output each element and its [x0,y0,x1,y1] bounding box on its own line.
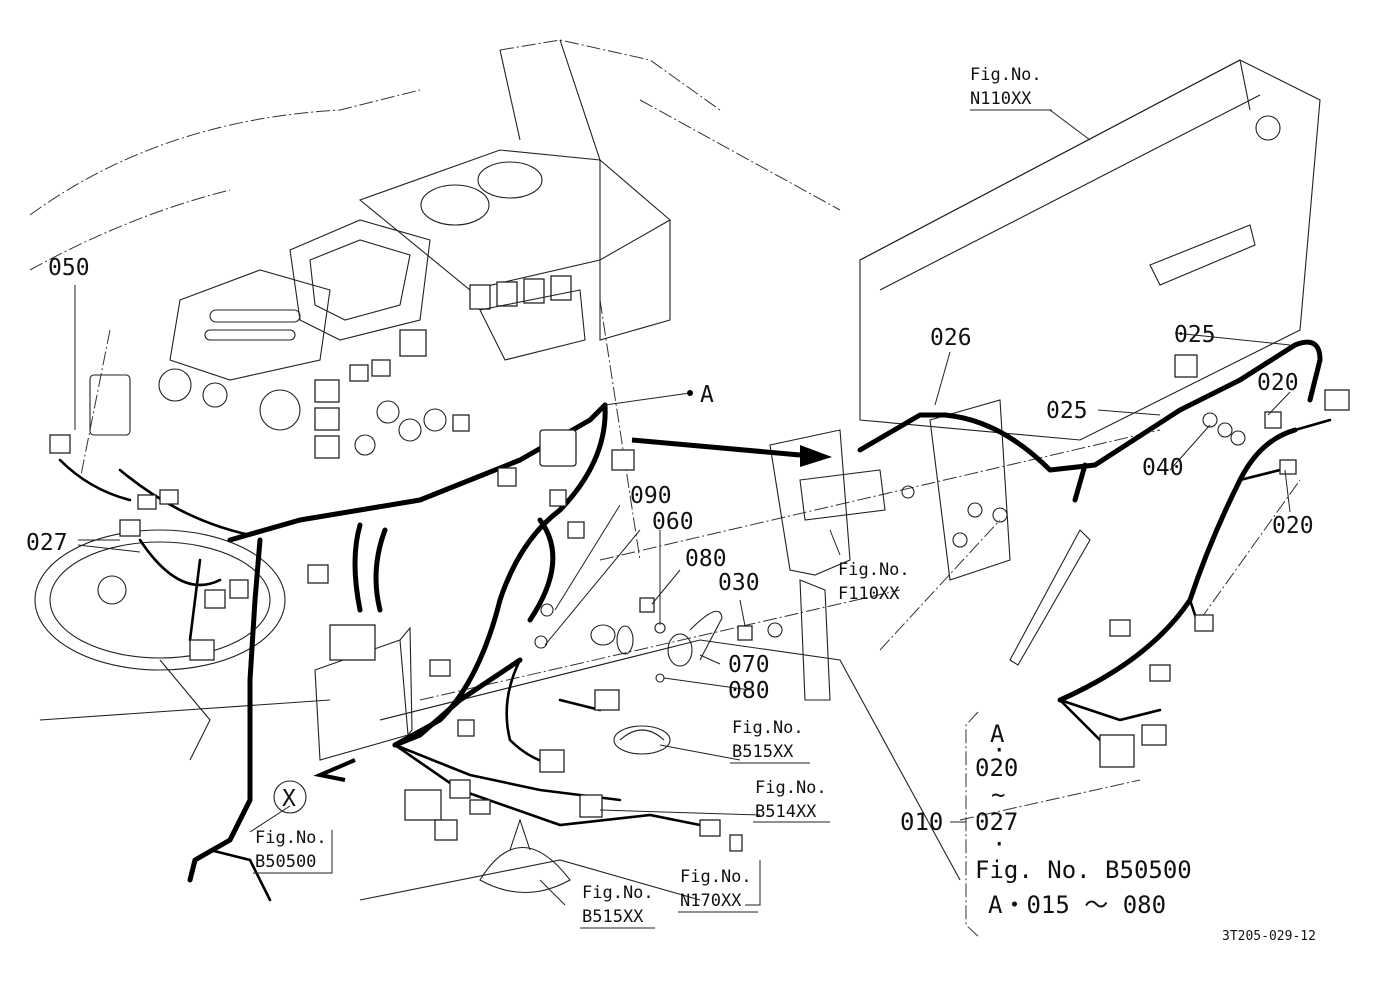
legend-range: ~ [991,781,1005,809]
fig-n110-code: N110XX [970,89,1032,109]
part-027: 027 [26,530,68,556]
wire-harness [58,339,1332,902]
fig-b515-lower-code: B515XX [582,907,644,927]
fig-n110-title: Fig.No. [970,65,1042,85]
part-040: 040 [1142,455,1184,481]
legend-end: 027 [975,808,1018,836]
part-020-upper: 020 [1257,370,1299,396]
legend-dot-1: · [992,736,1006,764]
fig-b514-code: B514XX [755,802,817,822]
part-labels: 050 027 A 090 060 080 030 070 080 026 02… [26,255,1314,814]
fig-f110-title: Fig.No. [838,560,910,580]
fig-n170-title: Fig.No. [680,867,752,887]
leader-lines [74,109,1291,906]
part-080-upper: 080 [685,546,727,572]
fig-b515-lower-title: Fig.No. [582,883,654,903]
marker-circle [273,780,307,814]
part-060: 060 [652,509,694,535]
legend-line-A: A [990,720,1005,748]
drawing-code: 3T205-029-12 [1222,929,1316,944]
assembly-legend: 010 A · 020 ~ 027 · Fig. No. B50500 A・01… [900,711,1192,939]
legend-start: 020 [975,754,1018,782]
part-090: 090 [630,483,672,509]
connectors [49,354,1350,852]
ref-A: A [700,382,714,408]
part-080-lower: 080 [728,678,770,704]
fig-b50500-code: B50500 [255,852,316,872]
part-025-lower: 025 [1046,398,1088,424]
cab-structure [29,39,1321,901]
fig-b50500-title: Fig.No. [255,828,327,848]
marker-X: X [282,786,296,812]
part-020-lower: 020 [1272,513,1314,539]
part-050: 050 [48,255,90,281]
assembly-number: 010 [900,808,943,836]
part-026: 026 [930,325,972,351]
part-025-upper: 025 [1174,322,1216,348]
fig-n170-code: N170XX [680,891,742,911]
legend-fig-ref: Fig. No. B50500 [975,856,1192,884]
legend-subrange: A・015 ～ 080 [988,891,1166,919]
fig-b515-upper-code: B515XX [732,742,794,762]
part-030: 030 [718,570,760,596]
fig-b514-title: Fig.No. [755,778,827,798]
legend-dot-2: · [992,830,1006,858]
fig-f110-code: F110XX [838,584,900,604]
fig-b515-upper-title: Fig.No. [732,718,804,738]
part-070: 070 [728,652,770,678]
figure-references: Fig.No. N110XX Fig.No. F110XX Fig.No. B5… [253,65,1052,929]
